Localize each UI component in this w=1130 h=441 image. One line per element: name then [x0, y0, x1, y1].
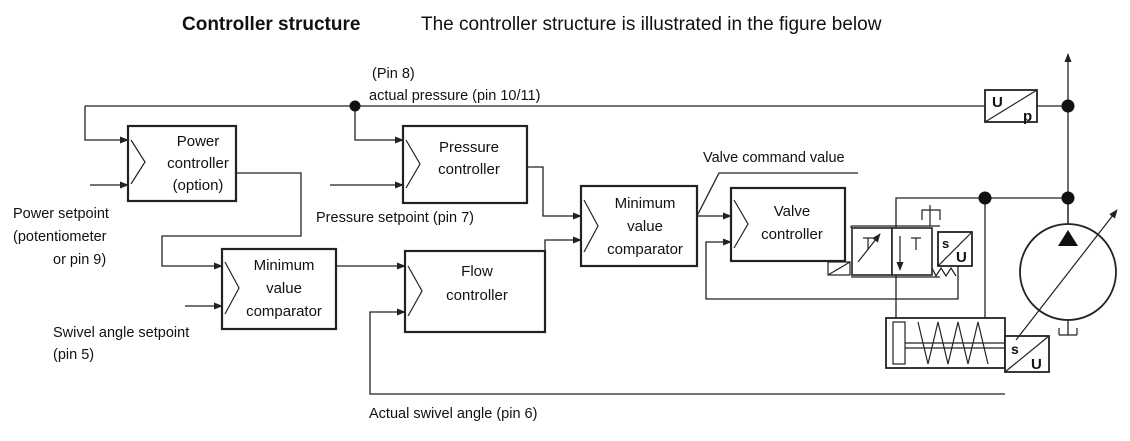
valve-controller-block: Valve controller	[729, 186, 847, 263]
svg-text:(option): (option)	[173, 177, 224, 194]
junction-dot	[978, 191, 992, 205]
min-value-comparator-2-block: Minimum value comparator	[579, 184, 699, 268]
svg-text:(potentiometer: (potentiometer	[13, 229, 107, 245]
pin8-label: (Pin 8)	[372, 66, 415, 82]
swivel-position-transducer: s U	[1004, 335, 1050, 373]
actual-pressure-label: actual pressure (pin 10/11)	[369, 88, 540, 104]
svg-text:p: p	[1023, 108, 1032, 125]
diagram-labels: (Pin 8) actual pressure (pin 10/11) Valv…	[13, 66, 845, 422]
header: Controller structure The controller stru…	[0, 6, 1130, 46]
min-value-comparator-1-block: Minimum value comparator	[220, 247, 338, 331]
flow-controller-label: Flow	[461, 263, 493, 280]
page-title: Controller structure	[182, 14, 361, 35]
variable-displacement-pump	[1015, 209, 1118, 341]
power-controller-block: Power controller (option)	[126, 124, 238, 203]
valve-controller-label: Valve	[774, 203, 810, 220]
pressure-transducer: U p	[984, 89, 1038, 125]
actual-swivel-label: Actual swivel angle (pin 6)	[369, 406, 537, 422]
svg-text:value: value	[266, 280, 302, 297]
power-controller-label: Power	[177, 133, 220, 150]
svg-text:s: s	[1011, 341, 1019, 357]
valve-command-label: Valve command value	[703, 150, 845, 166]
min-comparator-2-label: Minimum	[615, 195, 676, 212]
valve-position-transducer: s U	[937, 231, 973, 267]
svg-text:controller: controller	[438, 161, 500, 178]
svg-text:U: U	[956, 249, 967, 266]
junction-dot	[1061, 191, 1075, 205]
svg-text:value: value	[627, 218, 663, 235]
bus-to-power-controller	[84, 106, 129, 144]
proportional-valve-symbol	[827, 225, 957, 278]
svg-text:U: U	[992, 94, 1003, 111]
min-comparator-1-label: Minimum	[254, 257, 315, 274]
pressure-controller-label: Pressure	[439, 139, 499, 156]
svg-text:U: U	[1031, 356, 1042, 373]
page-description: The controller structure is illustrated …	[421, 14, 882, 35]
junction-dot	[349, 100, 361, 112]
svg-text:controller: controller	[167, 155, 229, 172]
swivel-actuator-cylinder	[885, 317, 1006, 369]
svg-text:controller: controller	[761, 226, 823, 243]
swivel-setpoint-label: Swivel angle setpoint	[53, 325, 189, 341]
svg-text:or pin 9): or pin 9)	[53, 252, 106, 268]
pressure-setpoint-label: Pressure setpoint (pin 7)	[316, 210, 474, 226]
svg-text:(pin 5): (pin 5)	[53, 347, 94, 363]
junction-dot	[1061, 99, 1075, 113]
svg-text:comparator: comparator	[246, 303, 322, 320]
power-setpoint-label: Power setpoint	[13, 206, 109, 222]
svg-text:s: s	[942, 236, 949, 251]
flow-controller-block: Flow controller	[403, 249, 547, 334]
pressure-controller-block: Pressure controller	[401, 124, 529, 205]
bus-to-pressure-controller	[354, 106, 404, 144]
svg-text:comparator: comparator	[607, 241, 683, 258]
junction-dots	[349, 99, 1075, 205]
svg-text:controller: controller	[446, 287, 508, 304]
